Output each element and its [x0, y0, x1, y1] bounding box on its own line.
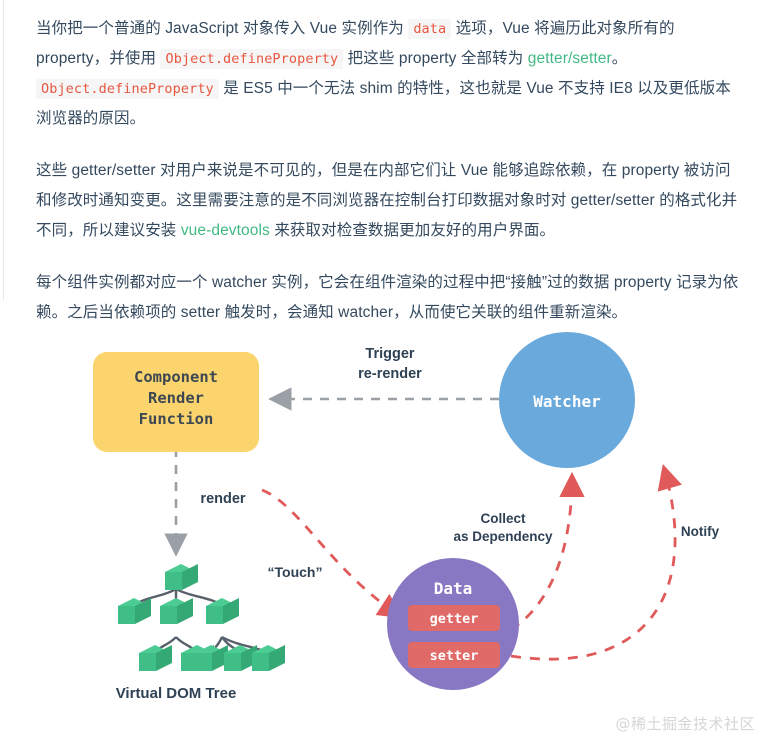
text-run: 每个组件实例都对应一个 watcher 实例，它会在组件渲染的过程中把“接触”过… — [36, 274, 739, 321]
label-trigger-line-2: re-render — [358, 366, 422, 382]
inline-code: data — [408, 19, 452, 39]
data-label: Data — [434, 579, 473, 598]
site-watermark: @稀土掘金技术社区 — [615, 715, 755, 733]
label-collect-line-2: as Dependency — [453, 529, 553, 544]
inline-link[interactable]: getter/setter — [527, 50, 612, 67]
reactivity-diagram: Component Render Function Watcher Data g… — [0, 300, 775, 746]
paragraph-2: 这些 getter/setter 对用户来说是不可见的，但是在内部它们让 Vue… — [36, 156, 741, 246]
label-touch: “Touch” — [268, 564, 323, 580]
component-box-line-1: Component — [134, 368, 218, 386]
edge-labels: Trigger re-render render “Touch” Collect… — [200, 346, 719, 580]
edge-touch — [261, 488, 404, 619]
left-edge-rule — [3, 0, 4, 300]
virtual-dom-tree-node[interactable]: Virtual DOM Tree — [116, 564, 285, 702]
inline-code: Object.defineProperty — [36, 79, 219, 99]
inline-code: Object.defineProperty — [160, 49, 344, 69]
label-collect-line-1: Collect — [480, 511, 526, 526]
edge-collect-as-dependency — [510, 471, 585, 632]
text-run: 。 — [611, 50, 628, 67]
vdom-edges — [133, 587, 269, 655]
text-run: 是 ES5 中一个无法 shim 的特性，这也就是 Vue 不支持 IE8 以及… — [36, 80, 731, 127]
label-render: render — [200, 491, 245, 507]
watcher-label: Watcher — [533, 392, 600, 411]
component-box-line-3: Function — [139, 410, 214, 428]
text-run: 来获取对检查数据更加友好的用户界面。 — [269, 222, 556, 239]
component-render-function-node[interactable]: Component Render Function — [93, 352, 259, 452]
paragraph-3: 每个组件实例都对应一个 watcher 实例，它会在组件渲染的过程中把“接触”过… — [36, 268, 741, 328]
watcher-node[interactable]: Watcher — [499, 332, 635, 468]
article-body: 当你把一个普通的 JavaScript 对象传入 Vue 实例作为 data 选… — [0, 0, 775, 328]
vdom-cubes — [118, 564, 285, 671]
setter-chip[interactable]: setter — [408, 642, 500, 668]
text-run: 选项，Vue 将遍历此对象所有的 property，并使用 — [36, 20, 675, 67]
inline-link[interactable]: vue-devtools — [180, 222, 270, 239]
data-node[interactable]: Data getter setter — [387, 558, 519, 690]
getter-chip[interactable]: getter — [408, 605, 500, 631]
component-box-line-2: Render — [148, 389, 204, 407]
setter-label: setter — [430, 648, 479, 664]
text-run: 这些 getter/setter 对用户来说是不可见的，但是在内部它们让 Vue… — [36, 162, 738, 239]
getter-label: getter — [430, 611, 479, 627]
virtual-dom-tree-label: Virtual DOM Tree — [116, 685, 237, 702]
text-run: 把这些 property 全部转为 — [343, 50, 528, 67]
paragraph-1: 当你把一个普通的 JavaScript 对象传入 Vue 实例作为 data 选… — [36, 14, 741, 134]
edge-notify — [510, 463, 682, 661]
label-notify: Notify — [681, 524, 720, 539]
text-run: 当你把一个普通的 JavaScript 对象传入 Vue 实例作为 — [36, 20, 409, 37]
label-trigger-line-1: Trigger — [365, 346, 415, 362]
